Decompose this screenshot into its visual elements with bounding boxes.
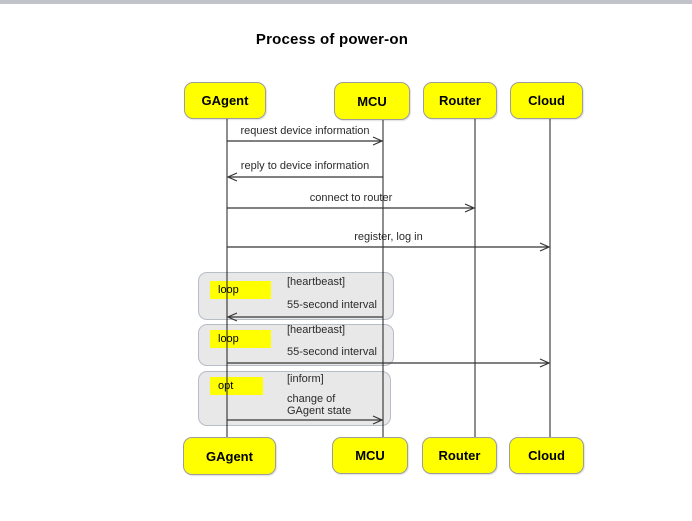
loop1-condition: [heartbeast]: [287, 276, 346, 288]
diagram-title: Process of power-on: [255, 31, 409, 48]
participant-mcu-top: MCU: [334, 82, 410, 120]
participant-router-bottom: Router: [422, 437, 497, 474]
opt-condition: [inform]: [287, 373, 324, 385]
message-label-reply-to-device-information: reply to device information: [240, 160, 370, 172]
message-label-connect-to-router: connect to router: [309, 192, 393, 204]
loop1-message: 55-second interval: [287, 299, 377, 311]
loop2-condition: [heartbeast]: [287, 324, 346, 336]
message-label-request-device-information: request device information: [240, 125, 370, 137]
participant-mcu-bottom: MCU: [332, 437, 408, 474]
participant-router-top: Router: [423, 82, 497, 119]
opt-fragment: [198, 371, 391, 426]
message-label-register-log-in: register, log in: [354, 231, 423, 243]
arrowhead-inform: [372, 415, 384, 425]
arrowhead-reply: [226, 172, 238, 182]
arrowhead-heartbeat-2: [539, 358, 551, 368]
loop-operator-label-1: loop: [210, 281, 271, 299]
opt-message-line2: GAgent state: [287, 405, 352, 417]
participant-cloud-bottom: Cloud: [509, 437, 584, 474]
participant-cloud-top: Cloud: [510, 82, 583, 119]
participant-gagent-bottom: GAgent: [183, 437, 276, 475]
arrowhead-request: [372, 136, 384, 146]
arrowhead-register: [539, 242, 551, 252]
arrowhead-heartbeat-1: [226, 312, 238, 322]
loop2-message: 55-second interval: [287, 346, 377, 358]
participant-gagent-top: GAgent: [184, 82, 266, 119]
opt-message-line1: change of: [287, 393, 336, 405]
arrowhead-connect: [464, 203, 476, 213]
window-top-strip: [0, 0, 692, 4]
loop-operator-label-2: loop: [210, 330, 271, 348]
opt-operator-label: opt: [210, 377, 263, 395]
